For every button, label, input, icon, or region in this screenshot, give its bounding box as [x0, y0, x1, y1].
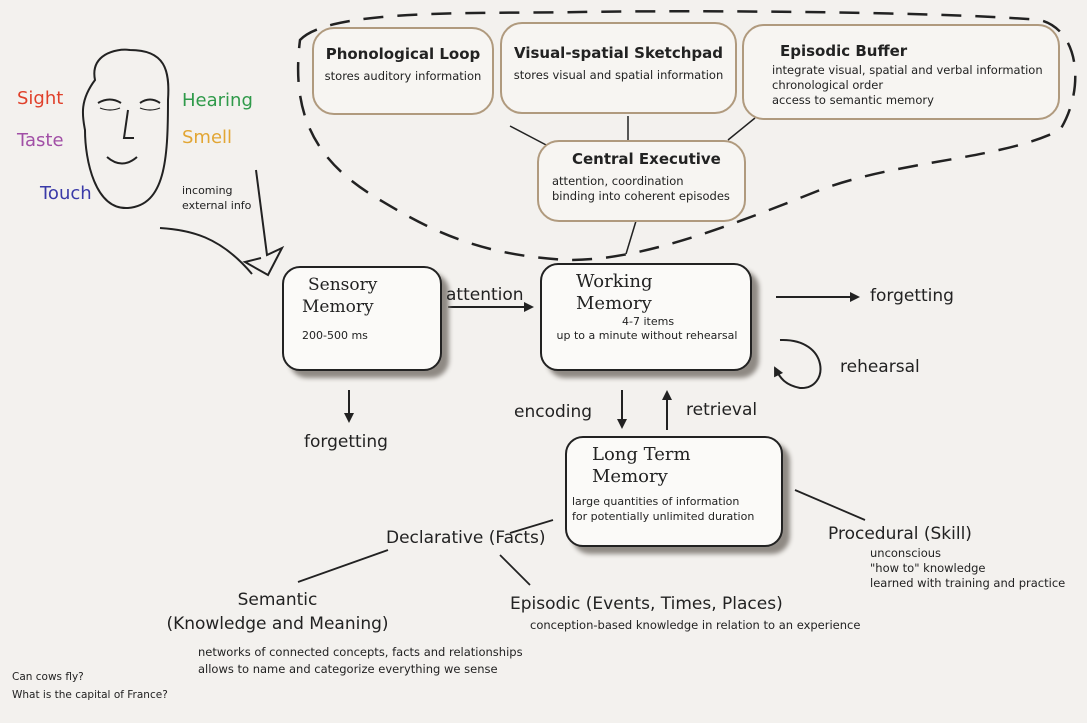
- forgetting-sm-label: forgetting: [304, 432, 388, 452]
- sense-touch: Touch: [40, 183, 92, 204]
- declarative-to-episodic-line: [499, 554, 531, 586]
- working-memory-components-boundary: [296, 10, 1077, 262]
- declarative-label: Declarative (Facts): [386, 528, 546, 548]
- working-memory-box: Working Memory 4-7 items up to a minute …: [540, 263, 752, 371]
- ltm-to-procedural-line: [794, 489, 866, 521]
- long-term-memory-box: Long Term Memory large quantities of inf…: [565, 436, 783, 547]
- executive-to-working-line: [625, 220, 637, 255]
- incoming-info-arrow: [159, 169, 285, 277]
- central-executive-box: Central Executive attention, coordinatio…: [537, 140, 746, 222]
- example-questions: Can cows fly? What is the capital of Fra…: [12, 671, 168, 701]
- episodic-section: Episodic (Events, Times, Places) concept…: [510, 594, 861, 632]
- face-drawing: [81, 48, 170, 210]
- rehearsal-label: rehearsal: [840, 357, 920, 377]
- ltm-to-declarative-line: [509, 519, 554, 534]
- procedural-section: Procedural (Skill) unconscious "how to" …: [828, 524, 1066, 590]
- declarative-to-semantic-line: [297, 549, 389, 583]
- semantic-description: networks of connected concepts, facts an…: [198, 645, 523, 676]
- forgetting-wm-label: forgetting: [870, 286, 954, 306]
- sense-smell: Smell: [182, 127, 233, 148]
- sensory-memory-box: Sensory Memory 200-500 ms: [282, 266, 442, 371]
- buffer-to-executive-line: [727, 117, 756, 141]
- phonological-loop-box: Phonological Loop stores auditory inform…: [312, 27, 494, 115]
- incoming-info-label: incoming external info: [182, 184, 252, 212]
- visual-spatial-sketchpad-box: Visual-spatial Sketchpad stores visual a…: [500, 22, 737, 114]
- loop-to-executive-line: [509, 125, 551, 148]
- episodic-buffer-box: Episodic Buffer integrate visual, spatia…: [742, 24, 1060, 120]
- encoding-label: encoding: [514, 402, 593, 422]
- sense-sight: Sight: [17, 88, 64, 109]
- sense-hearing: Hearing: [182, 90, 253, 111]
- attention-label: attention: [446, 285, 524, 305]
- semantic-section-title: Semantic (Knowledge and Meaning): [166, 590, 389, 634]
- sense-taste: Taste: [17, 130, 64, 151]
- rehearsal-loop: [774, 338, 822, 390]
- retrieval-label: retrieval: [686, 400, 758, 420]
